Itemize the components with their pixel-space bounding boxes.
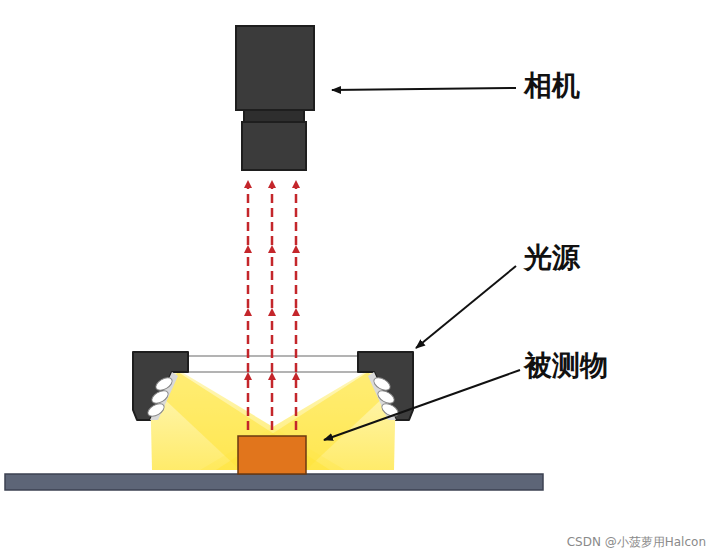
leader-lines [324,88,520,440]
watermark: CSDN @小菠萝用Halcon [567,536,706,550]
stage [5,474,543,490]
ray-segment [247,376,250,430]
reflected-rays [248,184,296,430]
ray-segment [271,184,274,245]
test-object [238,436,306,474]
ray-segment [295,249,298,308]
ray-segment [247,249,250,308]
ray-segment [247,184,250,245]
light-source-label: 光源 [524,242,580,274]
camera-label: 相机 [524,70,580,102]
ray-segment [271,312,274,372]
ray-segment [271,249,274,308]
ray-segment [295,312,298,372]
ray-segment [295,184,298,245]
camera [236,26,314,170]
object-label: 被测物 [524,350,608,382]
ray-segment [271,376,274,430]
ray-segment [295,376,298,430]
ray-segment [247,312,250,372]
